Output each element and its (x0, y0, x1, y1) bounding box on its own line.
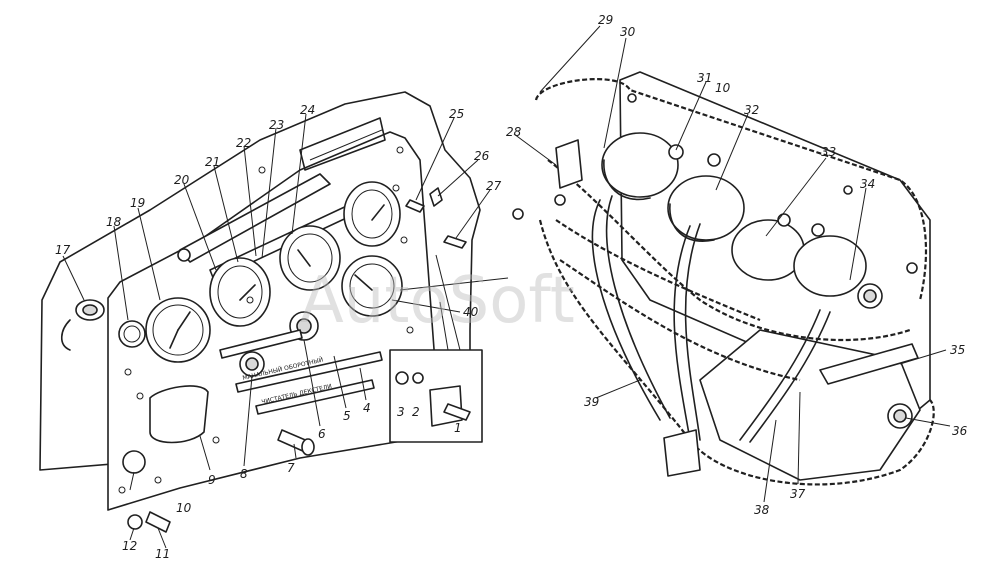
label-plate-1 (219, 329, 303, 359)
bolt-11 (145, 511, 171, 533)
knob-10 (122, 450, 146, 474)
callout-6: 6 (318, 427, 326, 441)
callout-11: 11 (155, 547, 170, 561)
callout-34: 34 (860, 177, 875, 191)
canister-33 (731, 219, 805, 281)
gauge-22 (209, 257, 271, 327)
callout-38: 38 (754, 503, 770, 517)
canister-32 (667, 175, 745, 242)
bolt-26 (429, 187, 443, 207)
callout-37: 37 (790, 487, 806, 501)
callout-20: 20 (174, 173, 190, 187)
bolt-25 (405, 199, 425, 213)
callout-1: 1 (454, 421, 462, 435)
callout-31: 31 (697, 71, 712, 85)
canister-34 (793, 235, 867, 297)
lamp-18 (118, 320, 146, 348)
wire-loop-29 (534, 78, 928, 301)
callout-8: 8 (240, 467, 248, 481)
callout-29: 29 (598, 13, 613, 27)
callout-40: 40 (463, 305, 479, 319)
instrument-panel-front: МАНАЛЬНЫЙ ОБОРОТНЫЙ ЧИСТАТЕЛЬ ДЕКСТЕЛИ (39, 91, 483, 533)
callout-labels: 1 2 3 4 5 6 7 8 9 10 11 12 17 18 19 20 2… (55, 13, 968, 561)
gauge-plate-9 (149, 385, 209, 444)
callout-22: 22 (236, 136, 251, 150)
canister-30 (601, 132, 679, 201)
watermark: AutoSoft (300, 264, 575, 338)
callout-18: 18 (106, 215, 122, 229)
callout-24: 24 (300, 103, 315, 117)
callout-28: 28 (506, 125, 522, 139)
callout-4: 4 (363, 401, 371, 415)
label-plate-2 (235, 351, 383, 393)
callout-10: 10 (176, 501, 192, 515)
callout-12: 12 (122, 539, 137, 553)
callout-36: 36 (952, 424, 968, 438)
gauge-19 (145, 297, 211, 363)
callout-39: 39 (584, 395, 599, 409)
callout-5: 5 (343, 409, 351, 423)
connector-17 (60, 299, 105, 351)
callout-10b: 10 (715, 81, 731, 95)
gauge-24 (279, 225, 341, 291)
washer-12 (127, 514, 143, 530)
terminal-block-28 (555, 139, 583, 189)
tube-39 (591, 199, 661, 421)
gauge-clock (343, 181, 401, 247)
tube-38 (673, 225, 691, 441)
instrument-panel-rear (512, 71, 935, 486)
callout-32: 32 (744, 103, 759, 117)
callout-2: 2 (412, 405, 420, 419)
callout-19: 19 (130, 196, 145, 210)
callout-7: 7 (287, 461, 295, 475)
callout-33: 33 (821, 145, 836, 159)
callout-17: 17 (55, 243, 71, 257)
callout-21: 21 (205, 155, 220, 169)
callout-3: 3 (397, 405, 405, 419)
bolt-27 (443, 235, 467, 249)
gauge-40 (341, 255, 403, 317)
callout-27: 27 (486, 179, 502, 193)
callout-25: 25 (449, 107, 464, 121)
housing-slot (299, 117, 386, 171)
callout-23: 23 (269, 118, 284, 132)
mounting-holes (118, 146, 414, 494)
wire-loop-lower (538, 219, 935, 486)
leader-lines (62, 25, 951, 549)
callout-35: 35 (950, 343, 965, 357)
callout-30: 30 (620, 25, 636, 39)
cable-exit (663, 429, 701, 477)
callout-9: 9 (208, 473, 216, 487)
callout-26: 26 (474, 149, 490, 163)
